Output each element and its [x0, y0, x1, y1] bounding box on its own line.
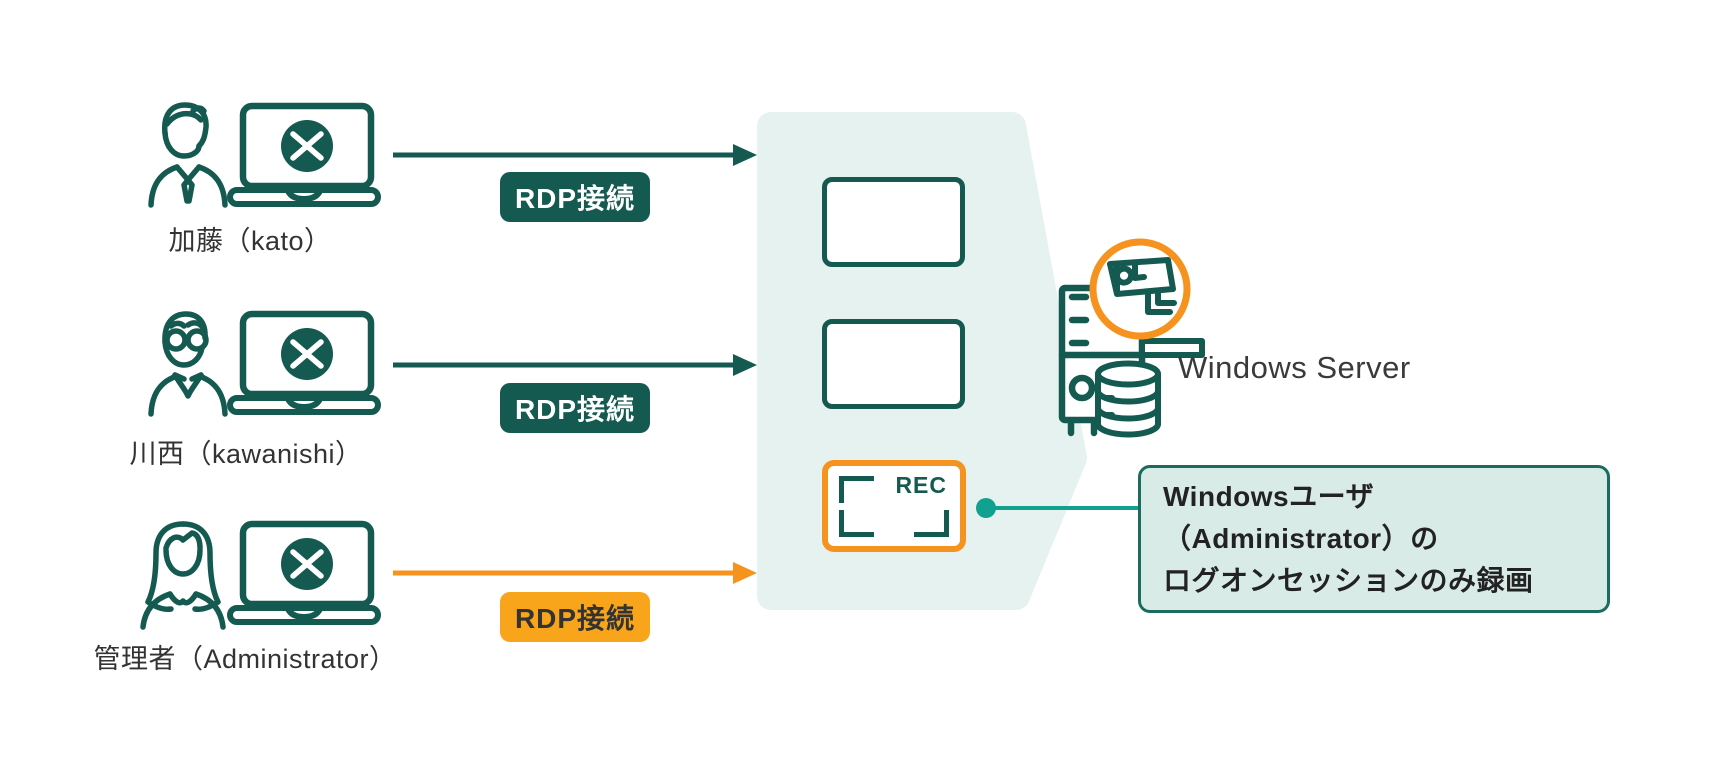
rdp-arrow-administrator [393, 562, 757, 584]
rdp-badge-kato: RDP接続 [500, 172, 650, 222]
laptop-icon-administrator [227, 520, 381, 625]
laptop-icon-kawanishi [227, 310, 381, 415]
server-label: Windows Server [1178, 350, 1411, 385]
rec-label: REC [895, 472, 947, 498]
cctv-camera-icon [1089, 238, 1191, 340]
session-box-kato [822, 177, 965, 267]
rdp-arrow-kato [393, 144, 757, 166]
callout-box: Windowsユーザ（Administrator）の ログオンセッションのみ録画 [1138, 465, 1610, 613]
callout-line-1: Windowsユーザ（Administrator）の [1163, 481, 1439, 554]
user-label-administrator: 管理者（Administrator） [93, 644, 397, 674]
female-user-icon [140, 521, 226, 630]
recorded-session-box: REC [822, 460, 966, 552]
session-box-kawanishi [822, 319, 965, 409]
rec-frame-icon [914, 510, 949, 537]
callout-line-2: ログオンセッションのみ録画 [1163, 565, 1534, 596]
user-label-kato: 加藤（kato） [168, 226, 332, 256]
rec-frame-icon [839, 476, 874, 503]
rdp-arrow-kawanishi [393, 354, 757, 376]
rec-callout-connector [976, 498, 1142, 518]
male-user-icon [148, 102, 228, 208]
database-icon [1095, 360, 1161, 438]
laptop-icon-kato [227, 102, 381, 207]
rdp-badge-kawanishi: RDP接続 [500, 383, 650, 433]
rec-frame-icon [839, 510, 874, 537]
rdp-badge-administrator: RDP接続 [500, 592, 650, 642]
glasses-user-icon [148, 311, 228, 417]
connector-dot [976, 498, 996, 518]
user-label-kawanishi: 川西（kawanishi） [129, 439, 363, 469]
